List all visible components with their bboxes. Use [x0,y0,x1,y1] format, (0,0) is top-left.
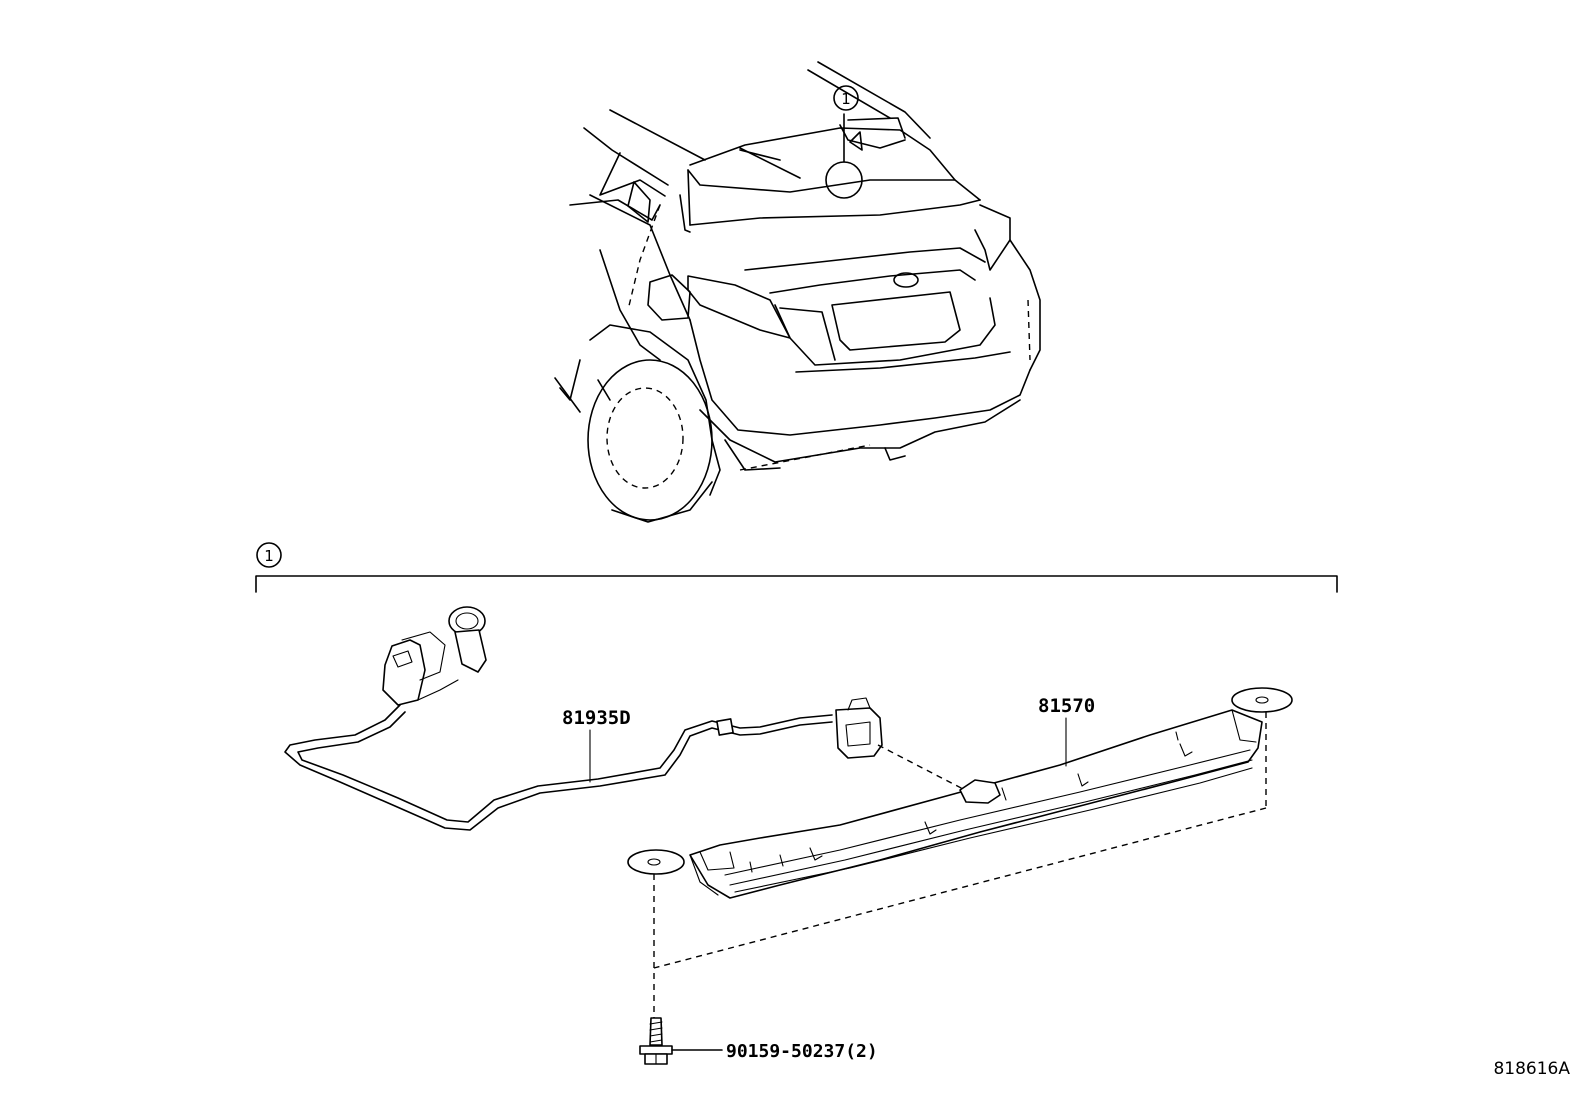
section-callout-circle [256,542,282,568]
stop-lamp-location-marker [825,161,863,199]
callout-number-top: 1 [841,90,851,108]
wire-harness-81935d: 81935D [284,606,883,831]
stop-lamp-81570: 81570 [627,687,1293,899]
wire-part-number: 81935D [562,707,631,729]
callout-circle-top [833,85,859,111]
section-callout-number: 1 [264,547,274,565]
mounting-dashed-lines [653,712,1267,1018]
diagram-id: 818616A [1493,1059,1570,1079]
connector-dashed-line [877,744,966,791]
vehicle-illustration: 1 [554,61,1041,523]
lamp-part-number: 81570 [1038,695,1095,717]
section-bracket-line [255,575,1338,593]
screw-90159-50237: 90159-50237(2) [639,1017,878,1065]
screw-part-number: 90159-50237(2) [726,1041,878,1062]
section-bracket: 1 [255,542,1338,593]
